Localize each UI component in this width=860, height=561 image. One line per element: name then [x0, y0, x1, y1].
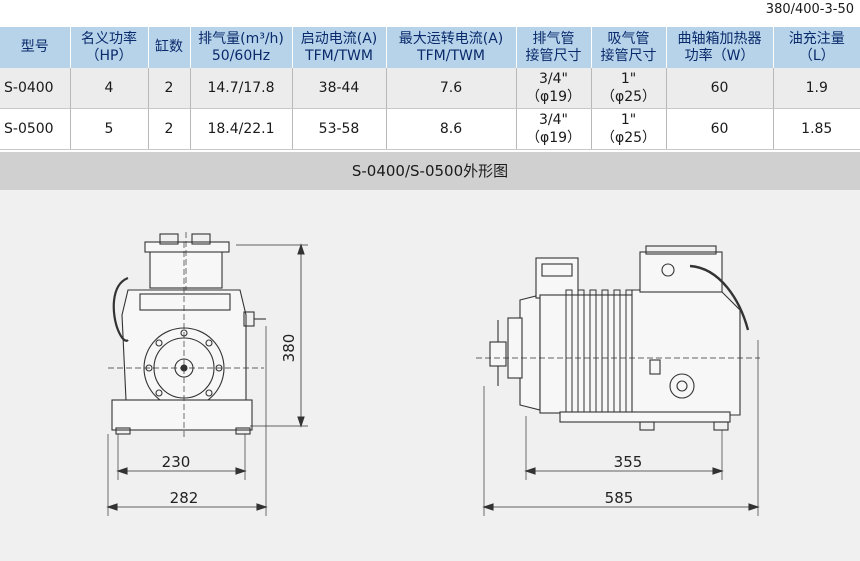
cell-start-current: 38-44: [292, 68, 387, 109]
side-view-drawing: [476, 245, 760, 516]
dim-side-inner-width: 355: [614, 453, 643, 471]
cell-cylinders: 2: [148, 68, 191, 109]
front-view-drawing: [106, 232, 308, 516]
cell-suction: 1"（φ25）: [591, 68, 667, 109]
cell-heater: 60: [666, 108, 774, 150]
cell-hp: 4: [70, 68, 149, 109]
cell-cylinders: 2: [148, 108, 191, 150]
cell-start-current: 53-58: [292, 108, 387, 150]
cell-heater: 60: [666, 68, 774, 109]
cell-max-current: 8.6: [386, 108, 517, 150]
cell-discharge: 3/4"（φ19）: [516, 108, 592, 150]
dim-front-inner-width: 230: [162, 453, 191, 471]
cell-oil: 1.85: [773, 108, 860, 150]
table-row: S-0400 4 2 14.7/17.8 38-44 7.6 3/4"（φ19）…: [0, 68, 860, 109]
cell-model: S-0400: [0, 68, 71, 109]
header-suction-pipe: 吸气管接管尺寸: [591, 27, 667, 68]
dim-front-outer-width: 282: [170, 489, 199, 507]
cell-model: S-0500: [0, 108, 71, 150]
outline-drawing: 380 230 282 355 585: [0, 190, 860, 561]
header-discharge-pipe: 排气管接管尺寸: [516, 27, 592, 68]
header-displacement: 排气量(m³/h)50/60Hz: [190, 27, 293, 68]
header-power: 名义功率（HP）: [70, 27, 149, 68]
spec-table: 型号 名义功率（HP） 缸数 排气量(m³/h)50/60Hz 启动电流(A)T…: [0, 27, 860, 150]
table-row: S-0500 5 2 18.4/22.1 53-58 8.6 3/4"（φ19）…: [0, 108, 860, 150]
cell-displacement: 14.7/17.8: [190, 68, 293, 109]
header-model: 型号: [0, 27, 71, 68]
header-max-current: 最大运转电流(A)TFM/TWM: [386, 27, 517, 68]
cell-hp: 5: [70, 108, 149, 150]
dim-side-outer-width: 585: [605, 489, 634, 507]
header-oil: 油充注量（L）: [773, 27, 860, 68]
cell-oil: 1.9: [773, 68, 860, 109]
header-start-current: 启动电流(A)TFM/TWM: [292, 27, 387, 68]
cell-max-current: 7.6: [386, 68, 517, 109]
dim-front-height: 380: [280, 334, 298, 363]
cell-discharge: 3/4"（φ19）: [516, 68, 592, 109]
header-heater: 曲轴箱加热器功率（W）: [666, 27, 774, 68]
section-title: S-0400/S-0500外形图: [0, 152, 860, 190]
cell-displacement: 18.4/22.1: [190, 108, 293, 150]
cell-suction: 1"（φ25）: [591, 108, 667, 150]
drawing-code: 380/400-3-50: [765, 2, 854, 17]
header-cylinders: 缸数: [148, 27, 191, 68]
table-header-row: 型号 名义功率（HP） 缸数 排气量(m³/h)50/60Hz 启动电流(A)T…: [0, 27, 860, 68]
